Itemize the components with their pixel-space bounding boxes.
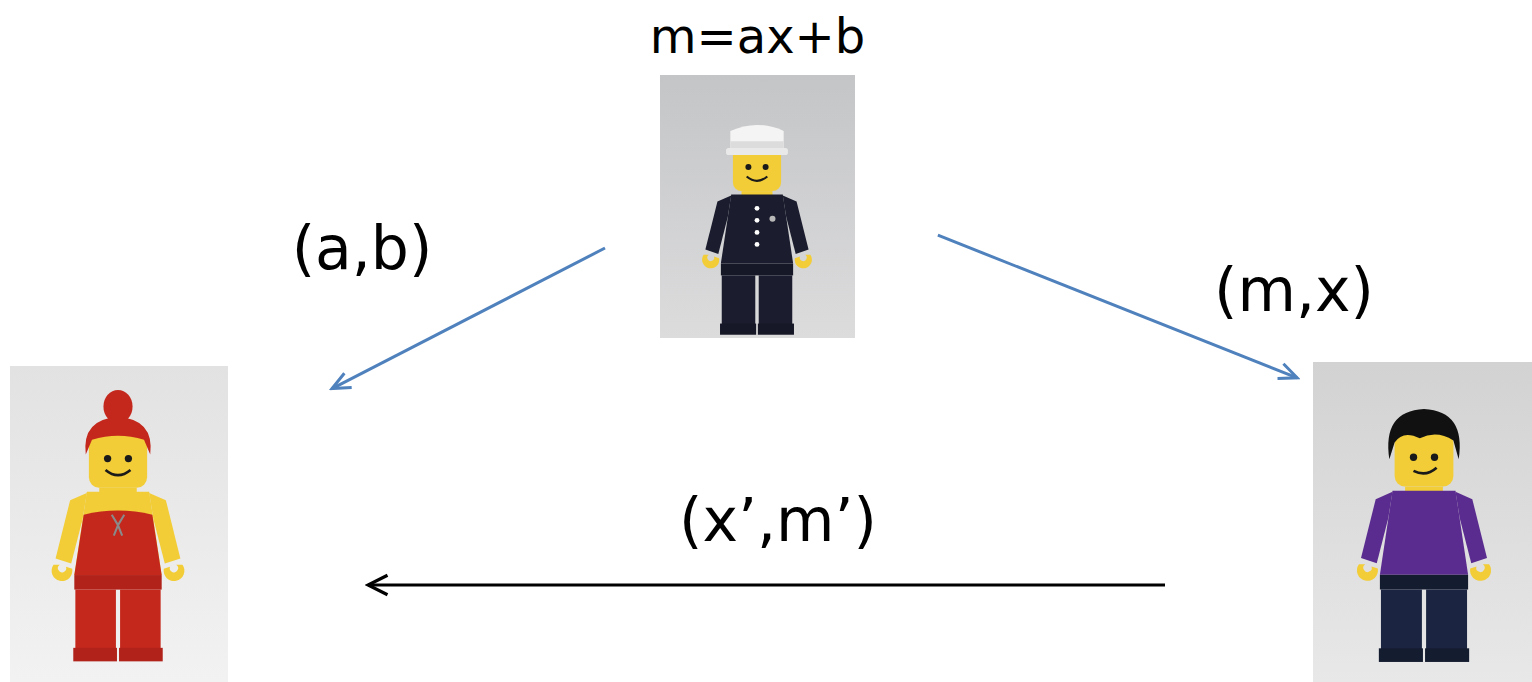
photo-background: [1313, 362, 1532, 682]
arrow-connector: [368, 583, 1165, 586]
boy-minifigure: [1357, 409, 1491, 662]
figure-node: [10, 366, 228, 682]
edge-label: (a,b): [292, 212, 433, 284]
formula-text: m=ax+b: [605, 8, 910, 66]
figure-node: [1313, 362, 1532, 682]
figure-node: m=ax+b: [605, 8, 910, 340]
woman-minifigure: [52, 390, 185, 661]
police-minifigure: [702, 125, 812, 335]
photo-background: [660, 75, 855, 338]
edge-label: (x’,m’): [679, 484, 877, 556]
edge-label: (m,x): [1214, 254, 1374, 326]
photo-background: [10, 366, 228, 682]
